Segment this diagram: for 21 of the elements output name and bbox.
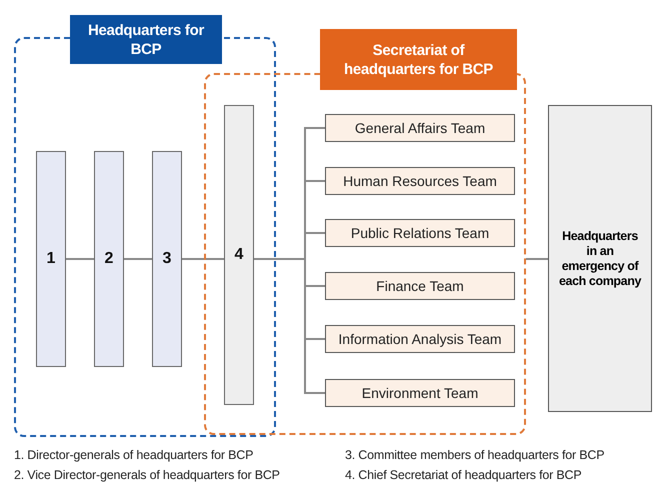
team-box: General Affairs Team	[325, 114, 515, 142]
team-box: Finance Team	[325, 272, 515, 300]
role-bar: 2	[94, 151, 124, 367]
connector-line	[66, 258, 94, 260]
role-bar: 4	[224, 105, 254, 405]
team-box: Environment Team	[325, 379, 515, 407]
role-bar: 3	[152, 151, 182, 367]
team-box: Public Relations Team	[325, 219, 515, 247]
group-title: Headquarters for BCP	[70, 15, 222, 64]
team-box: Information Analysis Team	[325, 325, 515, 353]
role-bar: 1	[36, 151, 66, 367]
footnote: 2. Vice Director-generals of headquarters for BCP	[14, 468, 280, 482]
connector-line	[182, 258, 224, 260]
connector-line	[526, 258, 548, 260]
footnote: 4. Chief Secretariat of headquarters for BCP	[345, 468, 582, 482]
headquarters-box: Headquarters in an emergency of each company	[548, 105, 652, 412]
footnote: 1. Director-generals of headquarters for BCP	[14, 448, 254, 462]
group-title: Secretariat of headquarters for BCP	[320, 29, 517, 90]
footnote: 3. Committee members of headquarters for BCP	[345, 448, 604, 462]
team-box: Human Resources Team	[325, 167, 515, 195]
connector-line	[124, 258, 152, 260]
